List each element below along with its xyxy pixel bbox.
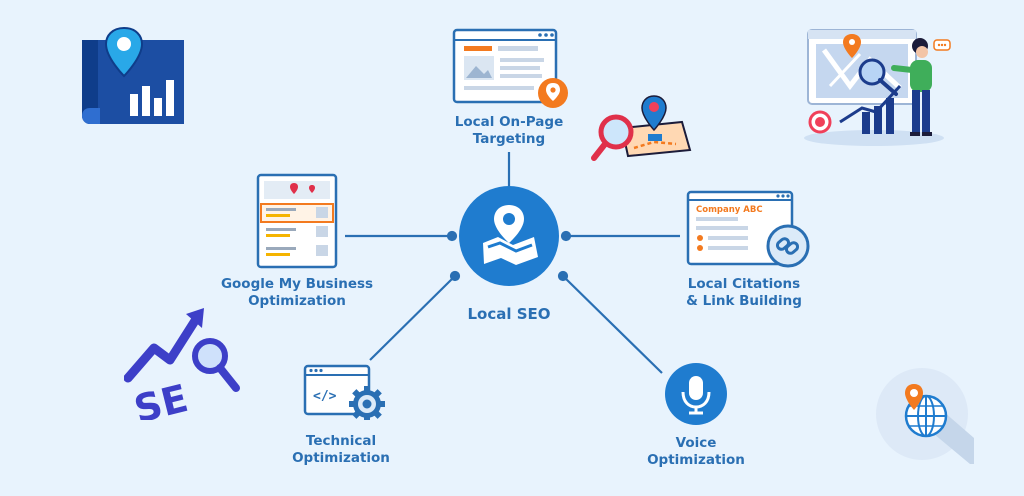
business-listing-icon <box>256 173 338 269</box>
connector-dot-technical <box>449 270 461 282</box>
voice-label: Voice Optimization <box>631 435 761 469</box>
local-seo-map-icon <box>459 186 559 286</box>
seo-growth-icon: SE <box>124 308 240 420</box>
citations-label-line2: & Link Building <box>686 293 802 309</box>
globe-pin-icon <box>876 368 974 464</box>
analytics-person-illustration <box>804 29 951 146</box>
magnifier-map-icon <box>591 95 692 161</box>
webpage-pin-icon <box>452 28 568 108</box>
gmb-label-line1: Google My Business <box>220 276 374 292</box>
connector-dot-citations <box>560 230 572 242</box>
connector-technical <box>369 275 456 361</box>
code-gear-icon: </> <box>303 364 385 420</box>
connector-voice <box>562 275 663 374</box>
onpage-label-line2: Targeting <box>472 131 546 147</box>
seo-text: SE <box>130 376 192 420</box>
citation-card-title: Company ABC <box>696 205 763 215</box>
voice-label-line1: Voice <box>675 435 717 451</box>
citations-label-line1: Local Citations <box>687 276 801 292</box>
onpage-label-line1: Local On-Page <box>454 114 564 130</box>
voice-label-line2: Optimization <box>647 452 745 468</box>
connector-dot-voice <box>557 270 569 282</box>
connector-dot-gmb <box>446 230 458 242</box>
citations-label: Local Citations & Link Building <box>664 276 824 310</box>
technical-label: Technical Optimization <box>276 433 406 467</box>
gmb-label: Google My Business Optimization <box>207 276 387 310</box>
gmb-label-line2: Optimization <box>248 293 346 309</box>
microphone-icon <box>665 363 727 425</box>
technical-label-line1: Technical <box>305 433 377 449</box>
center-label: Local SEO <box>467 305 551 323</box>
onpage-label: Local On-Page Targeting <box>439 114 579 148</box>
code-glyph: </> <box>313 389 337 404</box>
map-chart-icon <box>82 26 184 124</box>
technical-label-line2: Optimization <box>292 450 390 466</box>
citation-card-icon: Company ABC <box>686 190 810 268</box>
